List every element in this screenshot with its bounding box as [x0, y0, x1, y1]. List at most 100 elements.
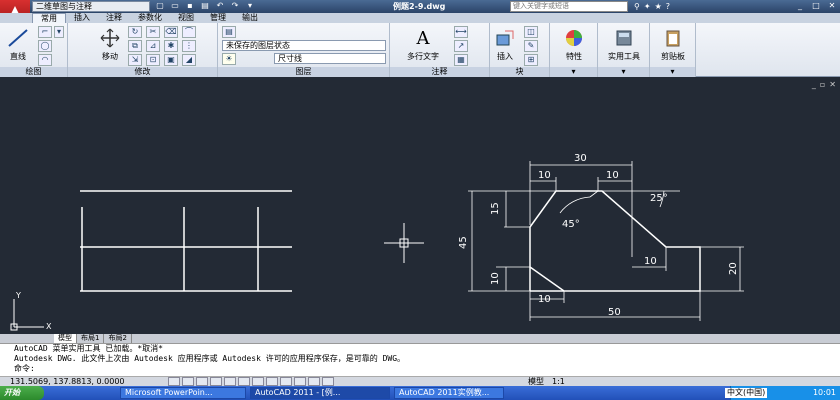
layer-properties-icon[interactable]: ▤: [222, 26, 236, 38]
lineweight-toggle-icon[interactable]: [280, 377, 292, 386]
redo-icon[interactable]: ↷: [231, 1, 239, 10]
rotate-icon[interactable]: ↻: [128, 26, 142, 38]
ribbon: 直线 ⌐ ◯ ◠ ▾ 绘图 移动 ↻ ⧉ ⇲ ✂ ⊿ ⊡ ⌫ ✱ ▣ ⌒ ⋮ ◢…: [0, 23, 840, 77]
tab-parametric[interactable]: 参数化: [138, 13, 162, 22]
otrack-toggle-icon[interactable]: [238, 377, 250, 386]
properties-button[interactable]: 特性: [554, 27, 594, 62]
start-button[interactable]: 开始: [0, 386, 44, 400]
snap-toggle-icon[interactable]: [168, 377, 180, 386]
minimize-icon[interactable]: _: [798, 1, 802, 10]
arc-icon[interactable]: ◠: [38, 54, 52, 66]
model-space-button[interactable]: 模型: [528, 377, 544, 386]
multileader-icon[interactable]: ↗: [454, 40, 468, 52]
properties-panel-title[interactable]: ▾: [550, 67, 597, 77]
lightbulb-icon[interactable]: ☀: [222, 53, 236, 65]
selection-cycling-icon[interactable]: [322, 377, 334, 386]
drawing-canvas[interactable]: _ ▫ ✕: [0, 77, 840, 334]
line-button[interactable]: 直线: [2, 27, 34, 62]
scale-icon[interactable]: ⊡: [146, 54, 160, 66]
copy-icon[interactable]: ⧉: [128, 40, 142, 52]
tab-view[interactable]: 视图: [178, 13, 194, 22]
create-block-icon[interactable]: ◫: [524, 26, 538, 38]
mtext-button[interactable]: A 多行文字: [396, 27, 450, 62]
polar-toggle-icon[interactable]: [210, 377, 222, 386]
quick-props-toggle-icon[interactable]: [308, 377, 320, 386]
block-panel: 插入 ◫ ✎ ⊞ 块: [490, 23, 550, 77]
table-icon[interactable]: ▦: [454, 54, 468, 66]
search-input[interactable]: 键入关键字或短语: [510, 1, 628, 12]
tab-output[interactable]: 输出: [242, 13, 258, 22]
dyn-toggle-icon[interactable]: [266, 377, 278, 386]
tab-home[interactable]: 常用: [32, 13, 66, 24]
new-file-icon[interactable]: ▢: [156, 1, 164, 10]
transparency-toggle-icon[interactable]: [294, 377, 306, 386]
osnap-toggle-icon[interactable]: [224, 377, 236, 386]
undo-icon[interactable]: ↶: [216, 1, 224, 10]
block-panel-title[interactable]: 块: [490, 67, 549, 77]
trim-icon[interactable]: ✂: [146, 26, 160, 38]
grid-toggle-icon[interactable]: [182, 377, 194, 386]
dimension-icon[interactable]: ⟷: [454, 26, 468, 38]
layer-state-dropdown[interactable]: 未保存的图层状态: [222, 40, 386, 51]
command-line[interactable]: AutoCAD 菜单实用工具 已加载。*取消* Autodesk DWG. 此文…: [0, 343, 840, 376]
layers-panel-title[interactable]: 图层: [218, 67, 389, 77]
viewport-restore-icon[interactable]: ▫: [819, 80, 826, 89]
workspace-select[interactable]: 二维草图与注释: [32, 1, 150, 12]
viewport-close-icon[interactable]: ✕: [829, 80, 836, 89]
tab-layout2[interactable]: 布局2: [104, 334, 132, 343]
viewport-minimize-icon[interactable]: _: [811, 80, 816, 89]
tab-annotate[interactable]: 注释: [106, 13, 122, 22]
help-icon[interactable]: ?: [665, 2, 670, 11]
annotation-scale[interactable]: 1:1: [552, 377, 565, 386]
tab-model[interactable]: 模型: [54, 334, 77, 343]
windows-taskbar: 开始 Microsoft PowerPoin... AutoCAD 2011 -…: [0, 386, 840, 400]
utilities-button[interactable]: 实用工具: [600, 27, 648, 62]
stretch-icon[interactable]: ⇲: [128, 54, 142, 66]
part-outline: [529, 190, 701, 292]
print-icon[interactable]: ▤: [201, 1, 209, 10]
ucs-y-label: Y: [15, 291, 21, 300]
mirror-icon[interactable]: ⊿: [146, 40, 160, 52]
erase-icon[interactable]: ⌫: [164, 26, 178, 38]
annotation-panel-title[interactable]: 注释: [390, 67, 489, 77]
ducs-toggle-icon[interactable]: [252, 377, 264, 386]
array-icon[interactable]: ⋮: [182, 40, 196, 52]
draw-panel-title[interactable]: 绘图: [0, 67, 67, 77]
circle-icon[interactable]: ◯: [38, 40, 52, 52]
fillet-icon[interactable]: ⌒: [182, 26, 196, 38]
utilities-panel-title[interactable]: ▾: [598, 67, 649, 77]
offset-icon[interactable]: ▣: [164, 54, 178, 66]
ime-indicator[interactable]: 中文(中国): [725, 388, 768, 398]
edit-block-icon[interactable]: ✎: [524, 40, 538, 52]
current-layer-dropdown[interactable]: 尺寸线: [274, 53, 386, 64]
modify-panel-title[interactable]: 修改: [68, 67, 217, 77]
maximize-icon[interactable]: □: [812, 1, 820, 10]
coordinates-readout[interactable]: 131.5069, 137.8813, 0.0000: [10, 377, 125, 386]
binoculars-icon[interactable]: ⚲: [634, 2, 640, 11]
task-powerpoint[interactable]: Microsoft PowerPoin...: [120, 387, 246, 399]
save-icon[interactable]: ▪: [187, 1, 193, 10]
insert-block-button[interactable]: 插入: [490, 27, 520, 62]
insert-block-icon: [493, 27, 517, 49]
explode-icon[interactable]: ✱: [164, 40, 178, 52]
clipboard-button[interactable]: 剪贴板: [652, 27, 694, 62]
star-icon[interactable]: ★: [654, 2, 662, 11]
task-autocad-tutorial[interactable]: AutoCAD 2011实例教...: [394, 387, 504, 399]
chamfer-icon[interactable]: ◢: [182, 54, 196, 66]
command-prompt[interactable]: 命令:: [14, 364, 35, 373]
tab-manage[interactable]: 管理: [210, 13, 226, 22]
command-history-line-1: AutoCAD 菜单实用工具 已加载。*取消*: [14, 344, 163, 353]
task-autocad-active[interactable]: AutoCAD 2011 - [例...: [250, 387, 390, 399]
clipboard-panel-title[interactable]: ▾: [650, 67, 695, 77]
ortho-toggle-icon[interactable]: [196, 377, 208, 386]
open-file-icon[interactable]: ▭: [171, 1, 179, 10]
draw-more-icon[interactable]: ▾: [54, 26, 64, 38]
polyline-icon[interactable]: ⌐: [38, 26, 52, 38]
close-icon[interactable]: ✕: [828, 1, 836, 10]
move-button[interactable]: 移动: [96, 27, 124, 62]
subscription-icon[interactable]: ✦: [643, 2, 651, 11]
tab-layout1[interactable]: 布局1: [77, 334, 105, 343]
attribute-icon[interactable]: ⊞: [524, 54, 538, 66]
tab-insert[interactable]: 插入: [74, 13, 90, 22]
qat-dropdown-icon[interactable]: ▾: [247, 1, 252, 10]
